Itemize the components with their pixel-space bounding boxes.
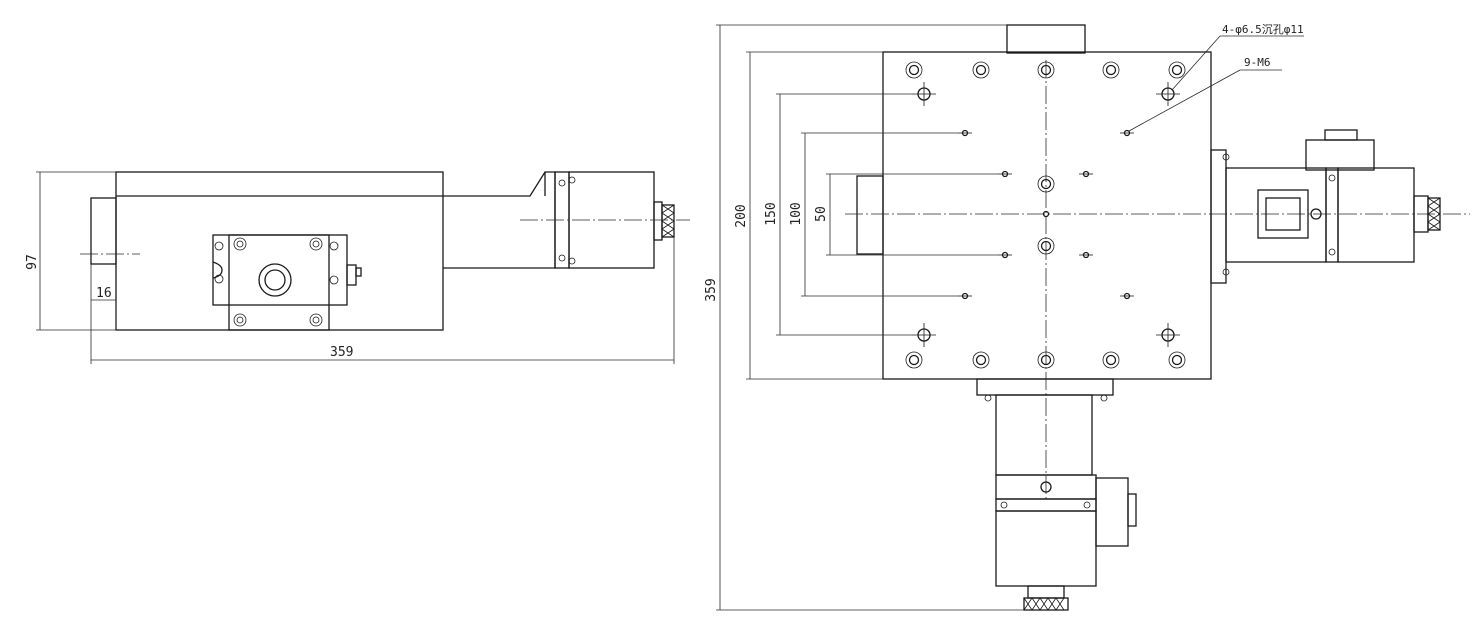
dim-97-text: 97 [25, 254, 40, 270]
knurled-knob [661, 204, 675, 238]
bottom-motor [976, 378, 1137, 611]
front-view: 97 16 359 [25, 171, 690, 364]
callout-holes: 4-φ6.5沉孔φ11 [1171, 23, 1304, 91]
dim-200-text: 200 [734, 204, 749, 227]
left-stub [856, 175, 884, 255]
callout-holes-text: 4-φ6.5沉孔φ11 [1222, 23, 1304, 36]
top-plate [882, 51, 1212, 380]
top-view: 359 200 150 100 50 4-φ6.5沉孔φ11 9-M6 [704, 23, 1470, 611]
dim-359-front-text: 359 [330, 345, 353, 360]
right-motor [1210, 129, 1441, 284]
left-block [90, 197, 117, 265]
counterbore-row-bottom [905, 351, 1186, 369]
dim-16-text: 16 [96, 286, 112, 301]
dim-100-text: 100 [789, 202, 804, 225]
callout-tapped-text: 9-M6 [1244, 56, 1271, 69]
top-block [1006, 24, 1086, 54]
dim-50-text: 50 [814, 206, 829, 222]
tapped-holes [958, 129, 1134, 300]
counterbore-row-top [905, 61, 1186, 79]
callout-tapped: 9-M6 [1128, 56, 1282, 132]
corner-holes [912, 82, 1180, 347]
dim-150-text: 150 [764, 202, 779, 225]
dim-359-top-text: 359 [704, 278, 719, 301]
center-plate [212, 234, 348, 306]
